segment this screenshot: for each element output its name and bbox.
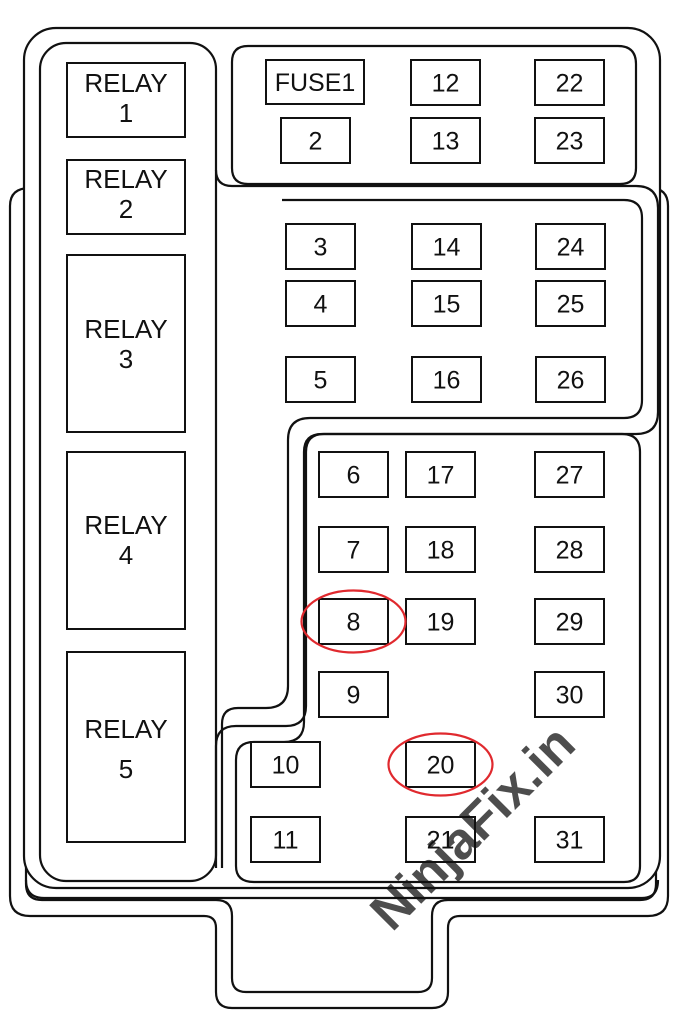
fuse-11-label: 11 (273, 827, 299, 855)
fuse-17-label: 17 (427, 462, 455, 490)
relay-5-box (66, 651, 186, 843)
fuse-8-highlight-circle (300, 589, 407, 654)
fuse-31-label: 31 (556, 827, 584, 855)
fuse-29-box (534, 598, 605, 645)
fuse-23-label: 23 (556, 128, 584, 156)
fuse-25-label: 25 (557, 291, 585, 319)
fuse-13-box (410, 117, 481, 164)
fuse-1-box (265, 59, 365, 105)
fuse-28-box (534, 526, 605, 573)
fuse-3-box (285, 223, 356, 270)
fuse-21-box (405, 816, 476, 863)
relay-2-label-line-2: 2 (119, 194, 133, 224)
relay-4-label-line-1: RELAY (84, 510, 167, 540)
fuse-20-label: 20 (427, 752, 455, 780)
top-fuse-section (230, 44, 638, 186)
fuse-24-label: 24 (557, 234, 585, 262)
middle-fuse-section (220, 198, 644, 868)
fuse-30-box (534, 671, 605, 718)
fuse-18-box (405, 526, 476, 573)
relay-3-label-line-2: 3 (119, 344, 133, 374)
fuse-17-box (405, 451, 476, 498)
fuse-9-label: 9 (347, 682, 361, 710)
fuse-29-label: 29 (556, 609, 584, 637)
fuse-15-label: 15 (433, 291, 461, 319)
fuse-20-box (405, 741, 476, 788)
fuse-30-label: 30 (556, 682, 584, 710)
fuse-13-label: 13 (432, 128, 460, 156)
fuse-2-label: 2 (309, 128, 323, 156)
fuse-22-box (534, 59, 605, 106)
housing-outline-outer (8, 186, 670, 1010)
fuse-4-label: 4 (314, 291, 328, 319)
fuse-27-label: 27 (556, 462, 584, 490)
relay-5-label-line-2: 5 (119, 754, 133, 784)
relay-1-label-line-1: RELAY (84, 68, 167, 98)
fuse-4-box (285, 280, 356, 327)
relay-4-label-line-2: 4 (119, 540, 133, 570)
fuse-31-box (534, 816, 605, 863)
relay-1-label-line-2: 1 (119, 98, 133, 128)
fuse-22-label: 22 (556, 70, 584, 98)
fuse-26-label: 26 (557, 367, 585, 395)
fuse-14-box (411, 223, 482, 270)
fuse-7-label: 7 (347, 537, 361, 565)
fuse-11-box (250, 816, 321, 863)
relay-2-box (66, 159, 186, 235)
fuse-12-label: 12 (432, 70, 460, 98)
fuse-27-box (534, 451, 605, 498)
fuse-6-label: 6 (347, 462, 361, 490)
fuse-8-box (318, 598, 389, 645)
fuse-2-box (280, 117, 351, 164)
fuse-20-highlight-circle (387, 732, 494, 797)
relay-2-label-line-1: RELAY (84, 164, 167, 194)
fuse-6-box (318, 451, 389, 498)
fuse-10-label: 10 (272, 752, 300, 780)
relay-panel (38, 41, 218, 883)
relay-3-box (66, 254, 186, 433)
fuse-19-box (405, 598, 476, 645)
fuse-3-label: 3 (314, 234, 328, 262)
fuse-23-box (534, 117, 605, 164)
fuse-16-box (411, 356, 482, 403)
lower-fuse-section (234, 432, 642, 884)
relay-1-box (66, 62, 186, 138)
fuse-24-box (535, 223, 606, 270)
fuse-28-label: 28 (556, 537, 584, 565)
fuse-1-label: FUSE1 (275, 69, 356, 97)
fuse-5-box (285, 356, 356, 403)
fuse-15-box (411, 280, 482, 327)
fuse-18-label: 18 (427, 537, 455, 565)
relay-5-label-line-1: RELAY (84, 714, 167, 744)
relay-4-box (66, 451, 186, 630)
fuse-12-box (410, 59, 481, 106)
relay-3-label-line-1: RELAY (84, 314, 167, 344)
fuse-16-label: 16 (433, 367, 461, 395)
fuse-9-box (318, 671, 389, 718)
fuse-10-box (250, 741, 321, 788)
fuse-7-box (318, 526, 389, 573)
fuse-26-box (535, 356, 606, 403)
fuse-25-box (535, 280, 606, 327)
fuse-5-label: 5 (314, 367, 328, 395)
fuse-21-label: 21 (427, 827, 455, 855)
fuse-8-label: 8 (347, 609, 361, 637)
fuse-19-label: 19 (427, 609, 455, 637)
fuse-14-label: 14 (433, 234, 461, 262)
base-line (24, 879, 660, 900)
